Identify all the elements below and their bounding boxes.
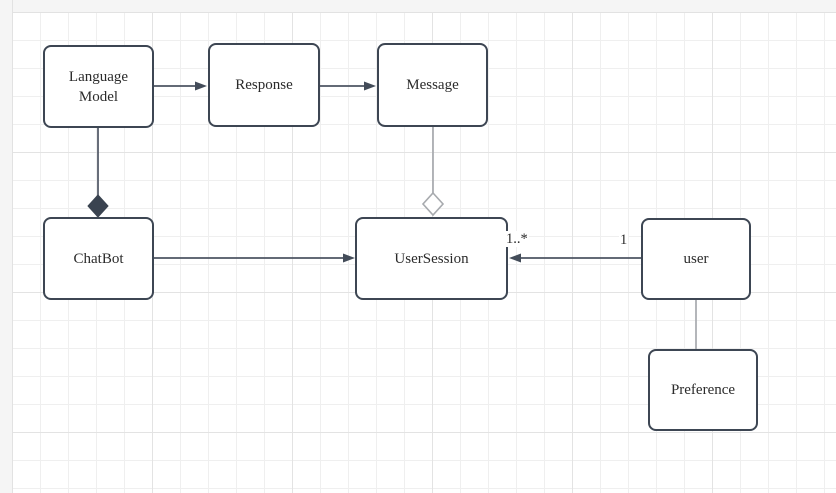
class-label: UserSession bbox=[394, 250, 469, 267]
edge-user-usersession[interactable] bbox=[509, 253, 641, 263]
composition-diamond bbox=[87, 194, 109, 218]
edge-chatbot-usersession[interactable] bbox=[154, 253, 355, 263]
class-label: Message bbox=[406, 77, 459, 93]
multiplicity-label-usersession-end[interactable]: 1..* bbox=[505, 231, 529, 247]
class-box-chatbot[interactable]: ChatBot bbox=[43, 217, 154, 300]
class-label: Preference bbox=[670, 382, 736, 398]
arrowhead bbox=[343, 253, 355, 263]
page-edge-left bbox=[0, 0, 13, 493]
class-box-response[interactable]: Response bbox=[208, 43, 320, 127]
class-box-user[interactable]: user bbox=[641, 218, 751, 300]
class-label: Response bbox=[235, 77, 293, 93]
class-box-message[interactable]: Message bbox=[377, 43, 488, 127]
multiplicity-label-user-end[interactable]: 1 bbox=[619, 232, 629, 248]
aggregation-diamond bbox=[421, 191, 445, 217]
edge-message-usersession[interactable] bbox=[421, 127, 445, 217]
edge-language-model-chatbot[interactable] bbox=[87, 128, 109, 218]
arrowhead bbox=[195, 81, 207, 91]
arrowhead bbox=[364, 81, 376, 91]
class-label: user bbox=[683, 251, 709, 267]
arrowhead bbox=[509, 253, 521, 263]
class-label: ChatBot bbox=[73, 250, 124, 267]
edge-language-model-response[interactable] bbox=[154, 81, 207, 91]
class-label: Language Model bbox=[68, 68, 129, 105]
class-box-usersession[interactable]: UserSession bbox=[355, 217, 508, 300]
class-box-preference[interactable]: Preference bbox=[648, 349, 758, 431]
edge-response-message[interactable] bbox=[320, 81, 376, 91]
class-box-language-model[interactable]: Language Model bbox=[43, 45, 154, 128]
page-edge-top bbox=[0, 0, 836, 13]
